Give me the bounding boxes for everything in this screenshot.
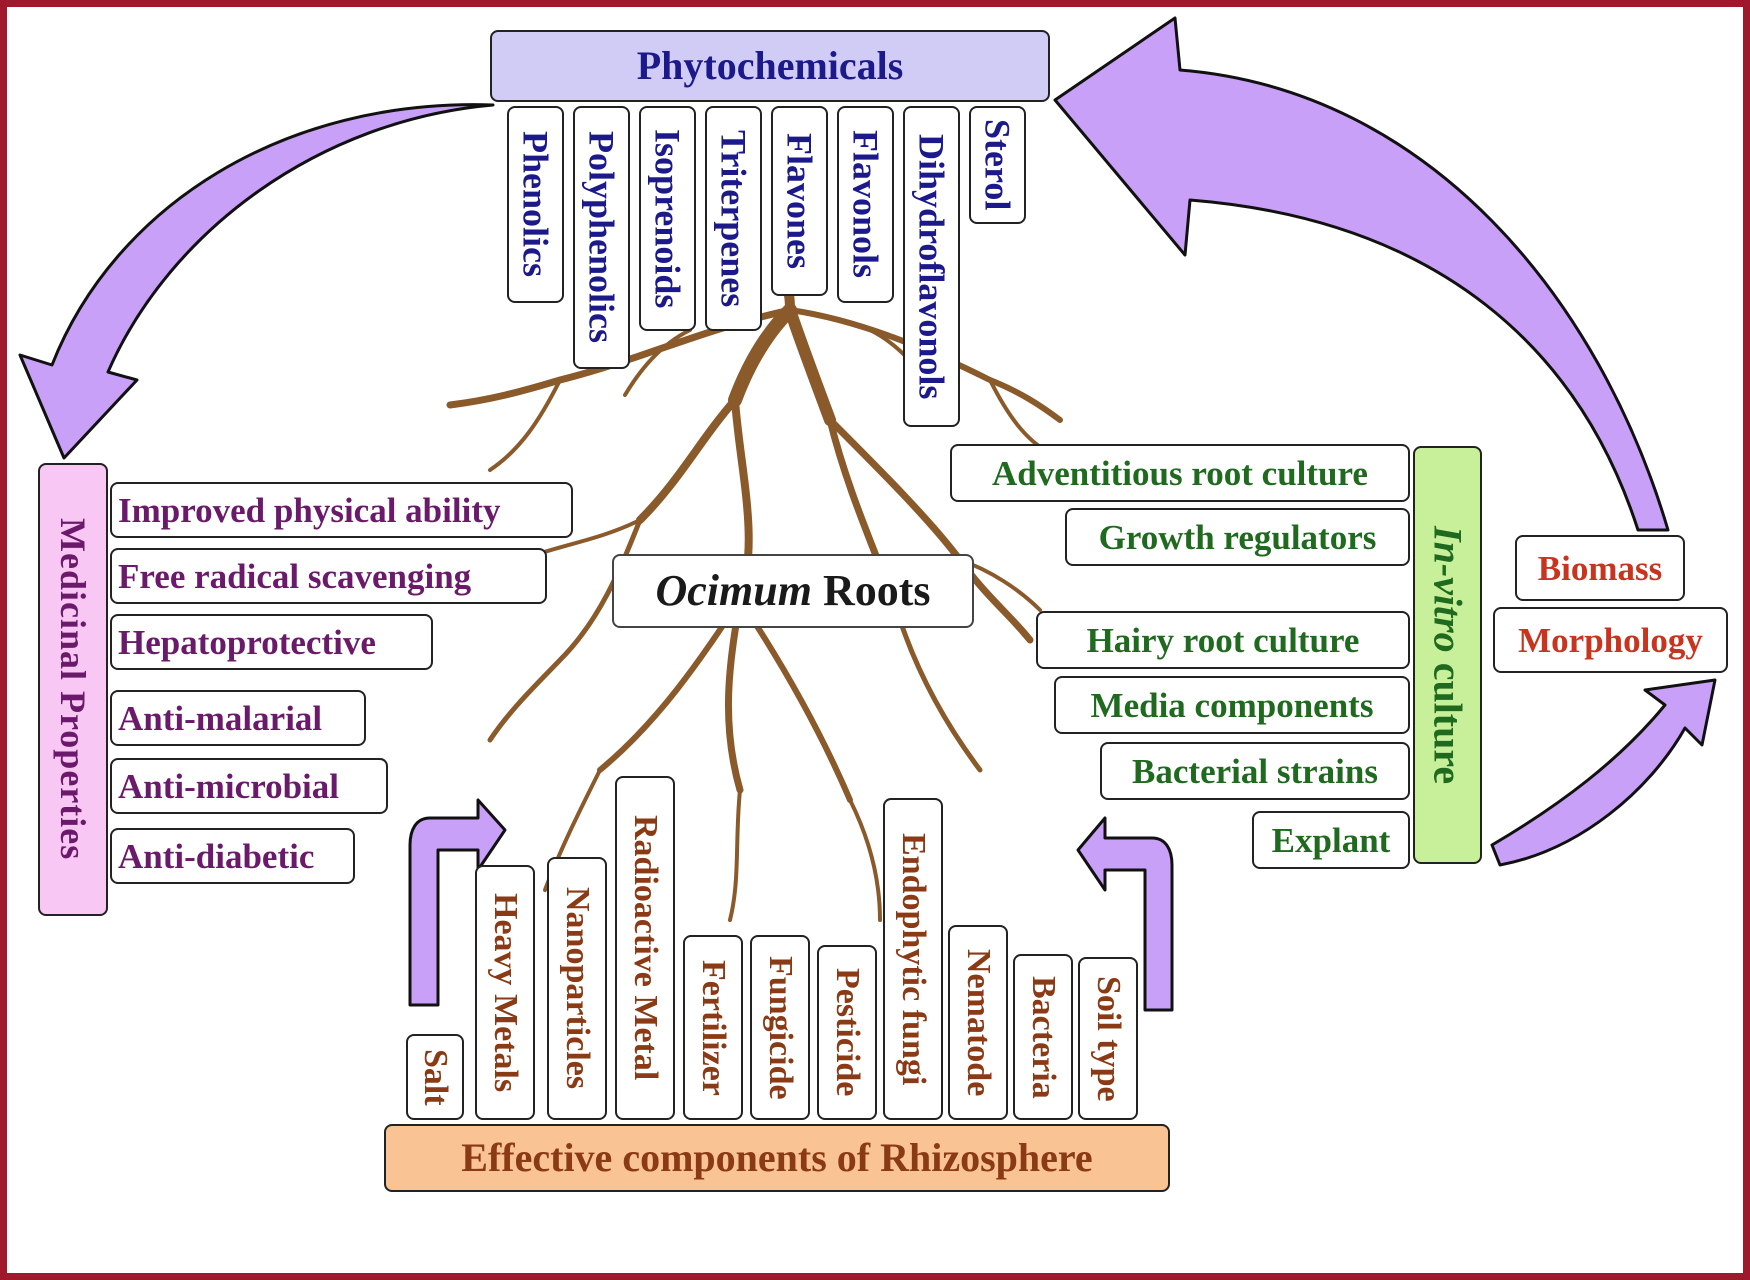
invitro-title-rest: culture <box>1425 652 1471 785</box>
invitro-item: Bacterial strains <box>1100 742 1410 800</box>
rhizo-item-soil-type: Soil type <box>1078 957 1138 1120</box>
rhizo-item-radioactive-metal: Radioactive Metal <box>615 776 675 1120</box>
medicinal-item: Improved physical ability <box>110 482 573 538</box>
invitro-item: Explant <box>1252 811 1410 869</box>
phyto-item-triterpenes: Triterpenes <box>705 106 762 331</box>
phyto-item-sterol: Sterol <box>969 106 1026 224</box>
phytochemicals-header: Phytochemicals <box>490 30 1050 102</box>
output-morphology: Morphology <box>1493 607 1728 673</box>
invitro-item: Media components <box>1054 676 1410 734</box>
rhizo-item-fungicide: Fungicide <box>750 935 810 1120</box>
rhizo-item-endophytic-fungi: Endophytic fungi <box>883 798 943 1120</box>
center-label: Ocimum Roots <box>612 554 974 628</box>
medicinal-item: Anti-malarial <box>110 690 366 746</box>
arrow-rhizo-right-up <box>1076 816 1174 1012</box>
medicinal-item: Anti-microbial <box>110 758 388 814</box>
rhizo-item-pesticide: Pesticide <box>817 945 877 1120</box>
medicinal-header: Medicinal Properties <box>38 463 108 916</box>
invitro-header: In-vitro culture <box>1413 446 1482 864</box>
medicinal-item: Hepatoprotective <box>110 614 433 670</box>
medicinal-item: Free radical scavenging <box>110 548 547 604</box>
rhizo-item-heavy-metals: Heavy Metals <box>475 865 535 1120</box>
phyto-item-polyphenolics: Polyphenolics <box>573 106 630 369</box>
center-label-genus: Ocimum <box>655 566 812 615</box>
rhizo-item-nematode: Nematode <box>948 925 1008 1120</box>
arrow-phyto-to-medicinal <box>18 103 495 460</box>
invitro-item: Adventitious root culture <box>950 444 1410 502</box>
phyto-item-phenolics: Phenolics <box>507 106 564 303</box>
phyto-item-isoprenoids: Isoprenoids <box>639 106 696 331</box>
phyto-item-flavones: Flavones <box>771 106 828 296</box>
rhizo-item-fertilizer: Fertilizer <box>683 935 743 1120</box>
output-biomass: Biomass <box>1515 535 1685 601</box>
arrow-invitro-to-outputs <box>1490 678 1717 867</box>
invitro-item: Growth regulators <box>1065 508 1410 566</box>
invitro-title: In-vitro culture <box>1425 525 1471 785</box>
phyto-item-flavonols: Flavonols <box>837 106 894 303</box>
rhizo-item-nanoparticles: Nanoparticles <box>547 857 607 1120</box>
cycle-arrows <box>18 16 1717 1012</box>
rhizo-item-bacteria: Bacteria <box>1013 954 1073 1120</box>
rhizo-item-salt: Salt <box>406 1034 464 1120</box>
invitro-item: Hairy root culture <box>1036 611 1410 669</box>
center-label-rest: Roots <box>811 566 931 615</box>
medicinal-item: Anti-diabetic <box>110 828 355 884</box>
invitro-title-italic: In-vitro <box>1425 525 1471 653</box>
rhizosphere-header: Effective components of Rhizosphere <box>384 1124 1170 1192</box>
phyto-item-dihydroflavonols: Dihydroflavonols <box>903 106 960 427</box>
medicinal-title: Medicinal Properties <box>53 518 93 861</box>
arrow-outputs-to-phyto <box>1053 16 1670 532</box>
arrow-rhizo-left-up <box>408 798 507 1007</box>
